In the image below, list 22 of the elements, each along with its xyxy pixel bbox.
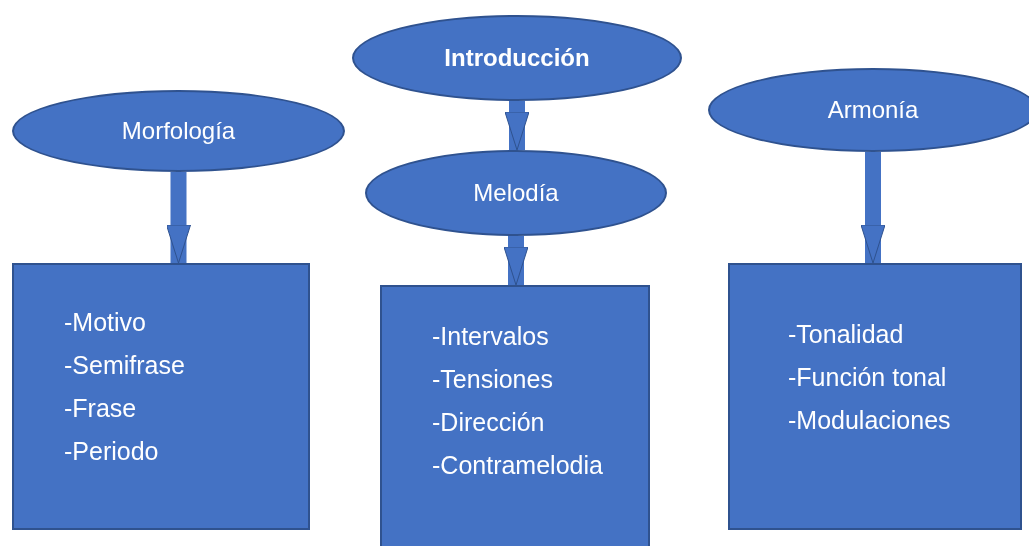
topic-title: Introducción: [444, 44, 590, 72]
topic-title: Armonía: [827, 96, 919, 124]
list-item: -Semifrase: [64, 350, 185, 381]
block-arrow: [503, 236, 529, 286]
list-item: -Contramelodia: [432, 450, 603, 481]
list-item: -Modulaciones: [788, 405, 951, 436]
block-arrow: [860, 152, 886, 264]
topic-title: Morfología: [121, 117, 236, 145]
list-item: -Tensiones: [432, 364, 553, 395]
list-item: -Intervalos: [432, 321, 549, 352]
block-arrow: [504, 101, 530, 151]
list-box: [12, 263, 310, 530]
block-arrow: [166, 172, 191, 264]
list-item: -Dirección: [432, 407, 545, 438]
list-box: [380, 285, 650, 546]
list-box: [728, 263, 1022, 530]
list-item: -Motivo: [64, 307, 146, 338]
list-item: -Periodo: [64, 436, 159, 467]
list-item: -Función tonal: [788, 362, 947, 393]
topic-title: Melodía: [473, 179, 559, 207]
list-item: -Tonalidad: [788, 319, 904, 350]
list-item: -Frase: [64, 393, 137, 424]
